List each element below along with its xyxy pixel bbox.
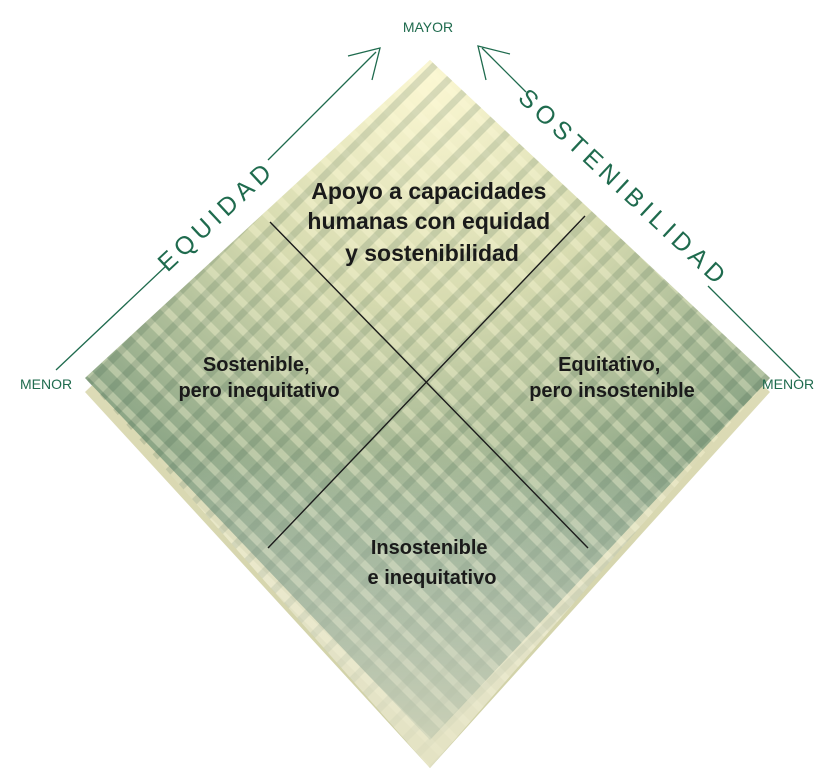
quadrant-left-line-2: pero inequitativo	[178, 380, 339, 402]
quadrant-right-line-2: pero insostenible	[529, 380, 695, 402]
equidad-axis-line-upper	[267, 51, 377, 161]
quadrant-right-line-1: Equitativo,	[558, 354, 660, 376]
sostenibilidad-axis-line-upper	[481, 47, 527, 93]
divider-line-left-to-right	[269, 221, 589, 549]
quadrant-left-line-1: Sostenible,	[203, 354, 310, 376]
sostenibilidad-axis-line-lower	[707, 285, 801, 379]
divider-line-right-to-left	[267, 215, 586, 549]
sostenibilidad-arrow-head	[477, 45, 511, 81]
equidad-axis-line-lower	[55, 265, 167, 371]
quadrant-top-line-3: y sostenibilidad	[345, 240, 519, 266]
quadrant-right-label: Equitativo, pero insostenible	[529, 354, 695, 402]
quadrant-top-label: Apoyo a capacidades humanas con equidad …	[307, 178, 556, 266]
equidad-arrow-head	[347, 47, 381, 81]
quadrant-top-line-2: humanas con equidad	[307, 208, 550, 234]
quadrant-bottom-label: Insostenible e inequitativo	[368, 537, 497, 589]
quadrant-bottom-line-2: e inequitativo	[368, 567, 497, 589]
quadrant-top-line-1: Apoyo a capacidades	[311, 178, 546, 204]
axis-right-label: MENOR	[762, 376, 814, 392]
axis-left-label: MENOR	[20, 376, 72, 392]
quadrant-left-label: Sostenible, pero inequitativo	[178, 354, 339, 402]
axis-top-label: MAYOR	[403, 19, 453, 35]
diamond-fade	[85, 60, 770, 768]
quadrant-bottom-line-1: Insostenible	[371, 537, 488, 559]
